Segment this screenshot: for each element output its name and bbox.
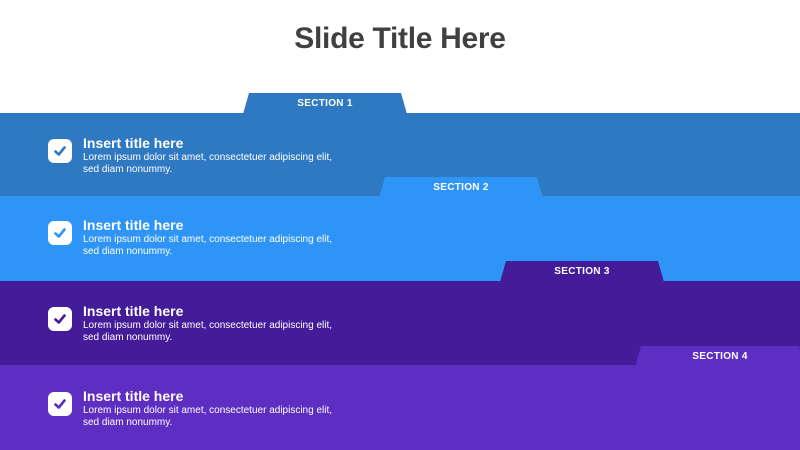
section-4-band: Insert title here Lorem ipsum dolor sit … bbox=[0, 365, 800, 450]
check-icon bbox=[48, 139, 72, 163]
section-4-heading: Insert title here bbox=[83, 388, 184, 404]
section-1-tab: SECTION 1 bbox=[243, 93, 407, 114]
section-2-label: SECTION 2 bbox=[433, 182, 489, 193]
section-4-label: SECTION 4 bbox=[692, 351, 748, 362]
section-3-label: SECTION 3 bbox=[554, 266, 610, 277]
section-3-tab: SECTION 3 bbox=[500, 261, 664, 282]
section-2-heading: Insert title here bbox=[83, 217, 184, 233]
section-1-body: Lorem ipsum dolor sit amet, consectetuer… bbox=[83, 152, 333, 175]
section-4-body: Lorem ipsum dolor sit amet, consectetuer… bbox=[83, 405, 333, 428]
section-2-band: Insert title here Lorem ipsum dolor sit … bbox=[0, 196, 800, 281]
section-2-tab: SECTION 2 bbox=[379, 177, 543, 198]
check-icon bbox=[48, 392, 72, 416]
section-4-tab: SECTION 4 bbox=[635, 346, 800, 367]
check-icon bbox=[48, 307, 72, 331]
slide-title: Slide Title Here bbox=[294, 22, 506, 55]
check-icon bbox=[48, 221, 72, 245]
section-3-heading: Insert title here bbox=[83, 303, 184, 319]
section-1-heading: Insert title here bbox=[83, 135, 184, 151]
section-1-label: SECTION 1 bbox=[297, 98, 353, 109]
section-2-body: Lorem ipsum dolor sit amet, consectetuer… bbox=[83, 234, 333, 257]
section-3-body: Lorem ipsum dolor sit amet, consectetuer… bbox=[83, 320, 333, 343]
